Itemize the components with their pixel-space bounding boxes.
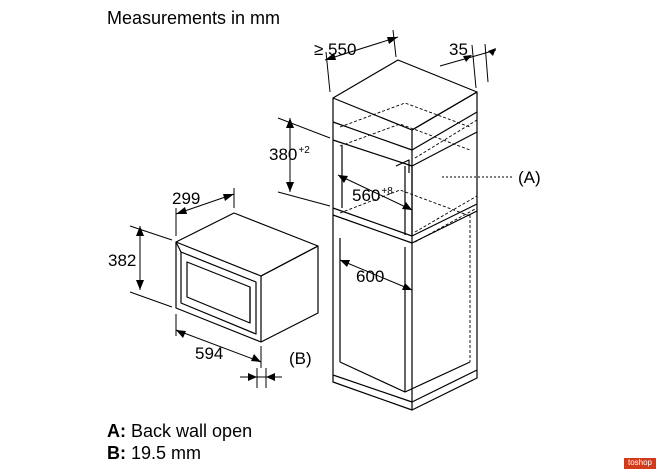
back-gap-label: 35: [449, 40, 468, 59]
legend-a-text: Back wall open: [131, 421, 253, 441]
callout-b: (B): [289, 349, 312, 368]
legend-b: B: 19.5 mm: [107, 444, 201, 462]
tall-cabinet: [332, 59, 478, 411]
niche-height-label: 380+2: [269, 145, 310, 164]
appliance-width-label: 594: [195, 344, 224, 363]
legend-b-key: B:: [107, 443, 126, 463]
legend-a-key: A:: [107, 421, 126, 441]
depth-min-label: ≥ 550: [314, 40, 357, 59]
niche-width-value: 560: [352, 186, 381, 205]
legend-b-text: 19.5 mm: [131, 443, 202, 463]
watermark-badge: toshop: [623, 458, 656, 469]
niche-height-tolerance: +2: [298, 145, 310, 156]
callout-a: (A): [518, 168, 541, 187]
page-heading: Measurements in mm: [107, 8, 281, 28]
niche-height-value: 380: [269, 145, 298, 164]
dimension-arrows: [136, 37, 496, 381]
legend-a: A: Back wall open: [107, 422, 252, 440]
lower-width-label: 600: [356, 267, 385, 286]
niche-width-label: 560+8: [352, 186, 393, 205]
appliance-depth-label: 299: [172, 189, 201, 208]
niche-width-tolerance: +8: [381, 186, 393, 197]
microwave-appliance: [175, 212, 319, 343]
appliance-height-label: 382: [108, 251, 137, 270]
